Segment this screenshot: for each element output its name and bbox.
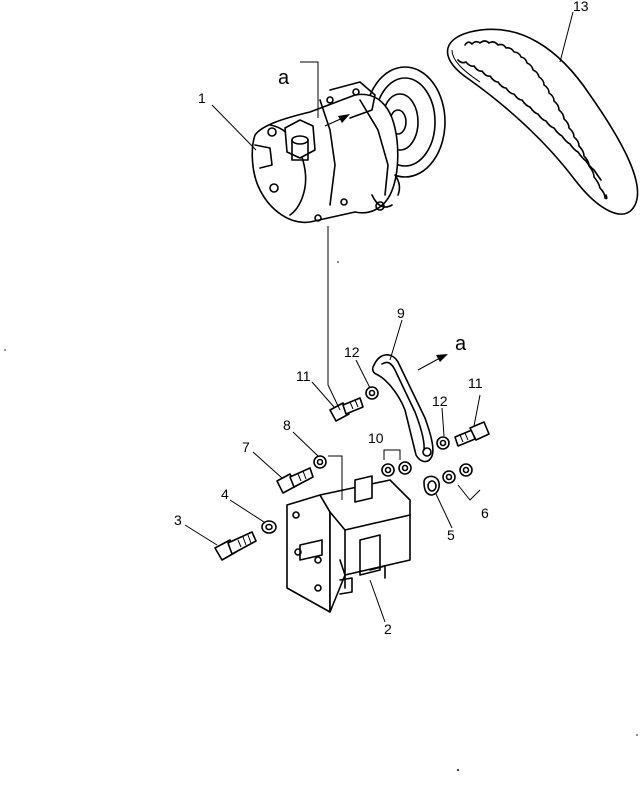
compressor — [251, 66, 446, 224]
bolt-3 — [214, 531, 257, 561]
washer-8 — [313, 455, 343, 500]
callout-12-right: 12 — [432, 393, 448, 409]
callout-11-left: 11 — [296, 368, 311, 384]
callout-11-right: 11 — [468, 375, 483, 391]
bolt-11-right — [454, 421, 490, 447]
callout-numbers: 1 2 3 4 5 6 7 8 9 10 11 11 12 12 13 — [174, 0, 589, 637]
callout-10: 10 — [368, 430, 384, 446]
washers-6 — [442, 463, 481, 501]
callout-9: 9 — [397, 305, 405, 321]
stray-dots — [4, 261, 638, 771]
mounting-bracket — [286, 475, 411, 613]
v-belt — [446, 28, 639, 215]
washer-12-right — [436, 436, 450, 450]
callout-12-left: 12 — [344, 344, 360, 360]
leader-lines — [184, 11, 574, 623]
bolt-11-left — [329, 397, 364, 422]
adjusting-bracket — [371, 354, 434, 463]
callout-7: 7 — [242, 439, 250, 455]
arrow-a-top: a — [278, 61, 350, 127]
callout-4: 4 — [221, 486, 229, 502]
arrow-label-a-bracket: a — [455, 333, 467, 355]
callout-6: 6 — [481, 505, 489, 521]
washer-12-left — [365, 386, 379, 400]
arrow-label-a-top: a — [278, 67, 290, 89]
callout-3: 3 — [174, 512, 182, 528]
washer-4 — [261, 520, 277, 534]
spacer-5 — [423, 475, 440, 496]
callout-2: 2 — [384, 621, 392, 637]
washers-10 — [381, 449, 412, 477]
assembly-lines — [327, 226, 341, 411]
callout-5: 5 — [447, 527, 455, 543]
arrow-a-bracket: a — [417, 333, 467, 371]
bolt-7 — [276, 467, 314, 494]
callout-1: 1 — [198, 90, 206, 106]
callout-8: 8 — [283, 417, 291, 433]
callout-13: 13 — [573, 0, 589, 14]
